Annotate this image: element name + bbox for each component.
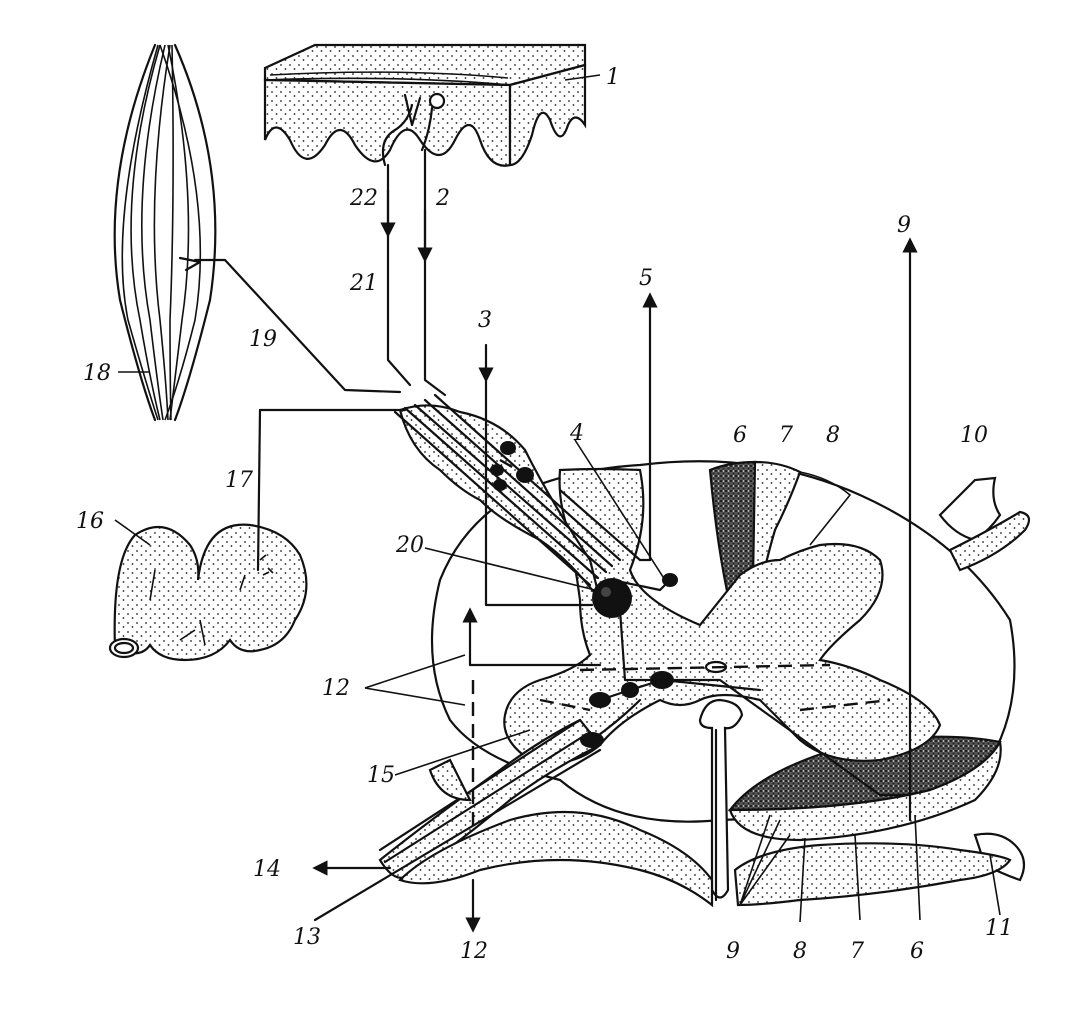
label-7-top: 7 bbox=[779, 423, 793, 448]
skin-block bbox=[263, 43, 587, 167]
labels: 1 2 3 4 5 6 7 8 9 10 11 12 12 13 14 15 1… bbox=[76, 65, 1013, 964]
label-20: 20 bbox=[395, 533, 424, 558]
label-9-bottom: 9 bbox=[726, 939, 740, 964]
skin-nerve-endings bbox=[381, 92, 446, 167]
label-14: 14 bbox=[253, 857, 281, 882]
label-17: 17 bbox=[225, 468, 253, 493]
label-16: 16 bbox=[76, 509, 104, 534]
label-9-top: 9 bbox=[897, 213, 911, 238]
intestine bbox=[108, 523, 308, 662]
label-6-bottom: 6 bbox=[910, 939, 924, 964]
label-19: 19 bbox=[249, 327, 277, 352]
label-13: 13 bbox=[293, 925, 321, 950]
label-18: 18 bbox=[83, 361, 111, 386]
pathways bbox=[193, 148, 918, 933]
label-15: 15 bbox=[367, 763, 395, 788]
label-6-top: 6 bbox=[733, 423, 747, 448]
label-8-top: 8 bbox=[826, 423, 840, 448]
label-8-bottom: 8 bbox=[793, 939, 807, 964]
label-12-left: 12 bbox=[322, 676, 350, 701]
label-22: 22 bbox=[349, 186, 378, 211]
label-11: 11 bbox=[985, 916, 1013, 941]
label-7-bottom: 7 bbox=[850, 939, 864, 964]
muscle-spindle bbox=[113, 43, 217, 422]
leader-lines bbox=[114, 74, 1001, 923]
label-3: 3 bbox=[478, 308, 492, 333]
label-4: 4 bbox=[569, 421, 584, 446]
label-1: 1 bbox=[606, 65, 620, 90]
label-12-bottom: 12 bbox=[460, 939, 488, 964]
label-2: 2 bbox=[435, 186, 450, 211]
label-10: 10 bbox=[960, 423, 988, 448]
label-21: 21 bbox=[349, 271, 378, 296]
spinal-nerve-right bbox=[428, 476, 1031, 882]
label-5: 5 bbox=[639, 266, 653, 291]
